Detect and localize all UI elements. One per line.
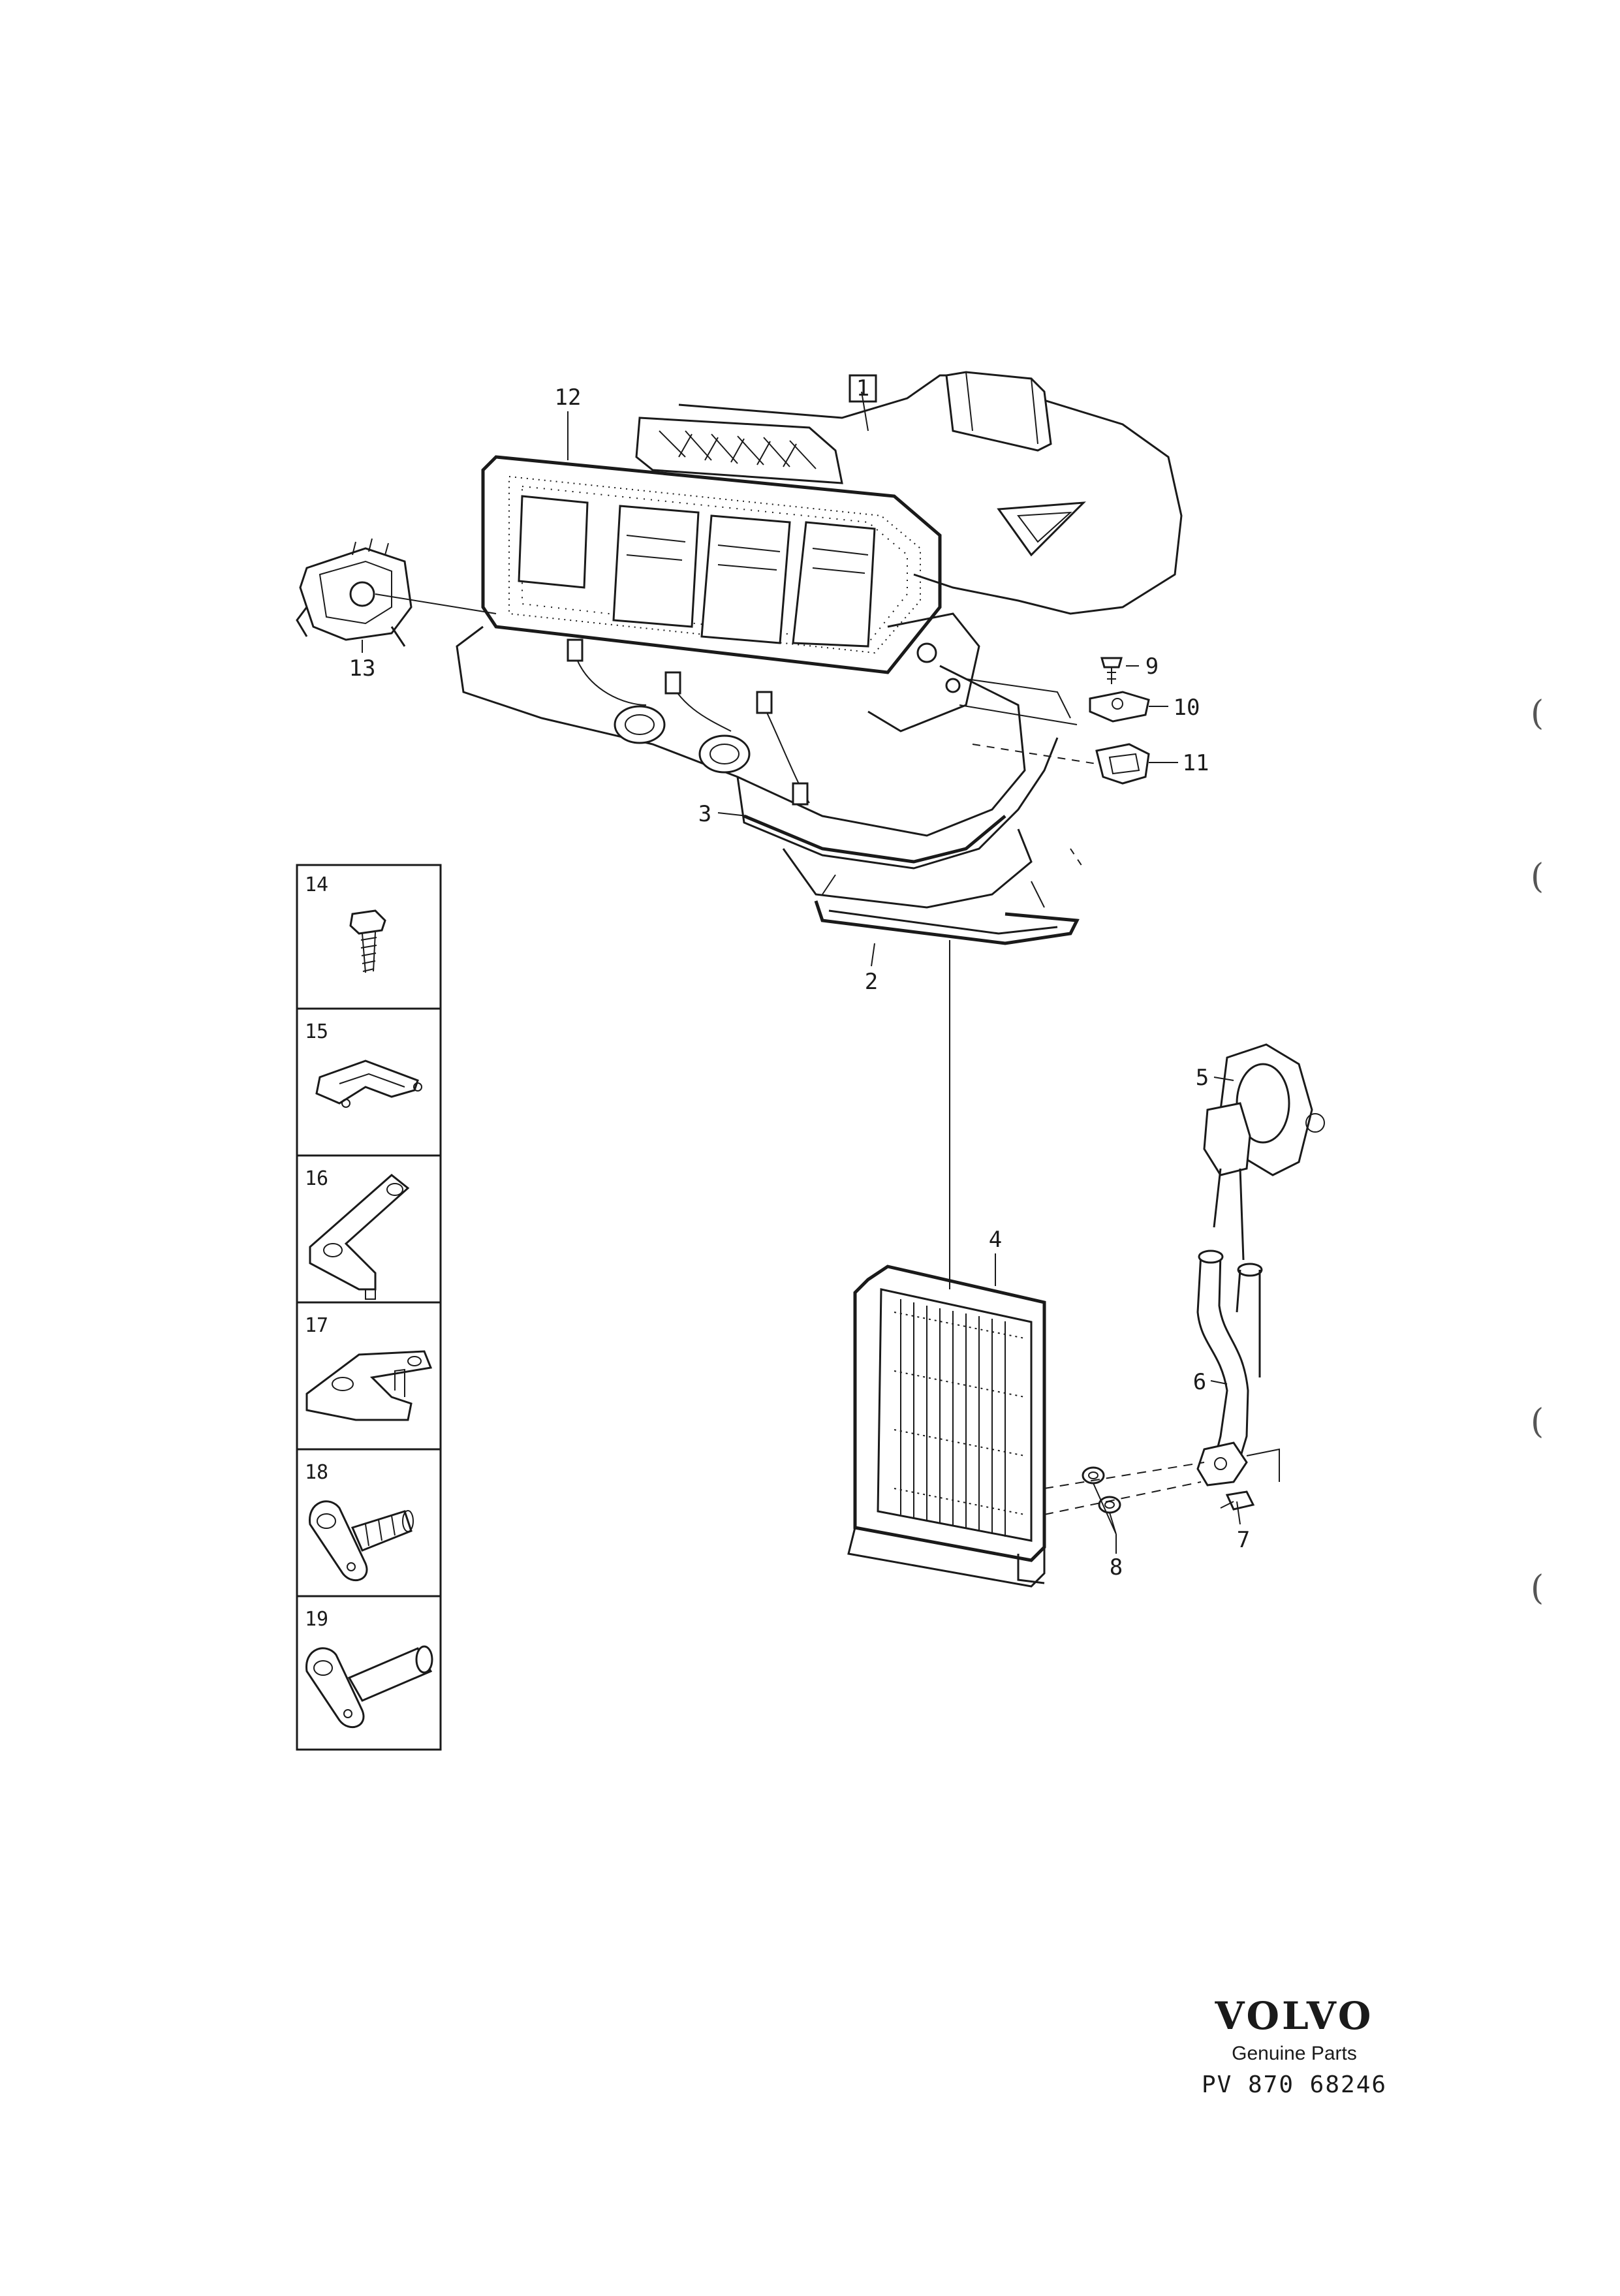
- bracket-icon: [305, 1350, 433, 1421]
- callout-1-box: [849, 374, 877, 403]
- margin-mark-2: (: [1531, 857, 1544, 896]
- margin-mark-3: (: [1531, 1402, 1544, 1441]
- callout-8: 8: [1110, 1554, 1123, 1580]
- margin-mark-1: (: [1531, 694, 1544, 733]
- detail-label-15: 15: [305, 1020, 328, 1043]
- pin-icon: [305, 1645, 433, 1729]
- detail-label-14: 14: [305, 873, 328, 896]
- callout-12: 12: [555, 385, 582, 411]
- detail-box-16: 16: [305, 1167, 410, 1300]
- detail-box-19: 19: [305, 1608, 433, 1729]
- water-valve-assembly: [1044, 1043, 1325, 1535]
- callout-6: 6: [1193, 1369, 1206, 1395]
- callout-10: 10: [1174, 695, 1200, 721]
- core-fins: [894, 1299, 1025, 1537]
- detail-box-15: 15: [305, 1020, 422, 1108]
- detail-box-18: 18: [305, 1461, 414, 1582]
- genuine-parts-label: Genuine Parts: [1232, 2043, 1357, 2064]
- callout-11: 11: [1183, 750, 1209, 776]
- leader-lines: [362, 391, 1241, 1554]
- clip-icon: [315, 1060, 422, 1108]
- callout-7: 7: [1237, 1527, 1250, 1553]
- heater-core: [847, 940, 1046, 1588]
- screw-icon: [349, 909, 386, 973]
- callout-5: 5: [1196, 1065, 1209, 1091]
- callout-1: 1: [856, 375, 869, 401]
- heater-housing: [456, 371, 1183, 945]
- plug-icon: [309, 1500, 414, 1582]
- volvo-logo: VOLVO: [1215, 1994, 1374, 2038]
- detail-box-column: 14 15 16: [296, 864, 442, 1751]
- detail-label-19: 19: [305, 1608, 328, 1631]
- margin-mark-4: (: [1531, 1569, 1544, 1608]
- bracket-icon: [309, 1174, 410, 1300]
- detail-label-17: 17: [305, 1314, 328, 1337]
- detail-box-14: 14: [305, 873, 386, 973]
- part-code: PV 870 68246: [1202, 2071, 1387, 2098]
- actuator-motor: [296, 538, 497, 647]
- callout-3: 3: [698, 801, 711, 827]
- margin-marks: ( ( ( (: [1531, 694, 1544, 1608]
- footer-brand: VOLVO Genuine Parts PV 870 68246: [1202, 1994, 1387, 2098]
- detail-label-18: 18: [305, 1461, 328, 1484]
- callout-13: 13: [349, 655, 376, 682]
- detail-box-17: 17: [305, 1314, 433, 1421]
- callout-4: 4: [989, 1227, 1002, 1253]
- detail-label-16: 16: [305, 1167, 328, 1190]
- callout-9: 9: [1145, 653, 1159, 680]
- small-parts-right: [972, 657, 1150, 785]
- callout-labels: 1 2 3 4 5 6 7 8 9 10 11 12 13: [349, 374, 1250, 1580]
- callout-2: 2: [865, 969, 878, 995]
